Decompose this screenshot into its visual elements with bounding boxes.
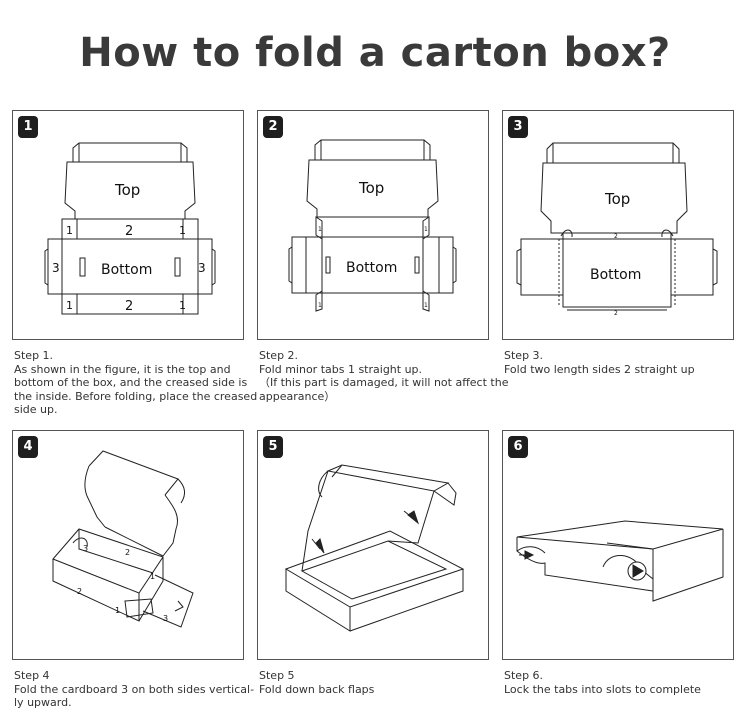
step-3-side-2-label: 2 xyxy=(614,233,618,240)
step-2-tab-1-bottom-right: 1 xyxy=(424,302,428,309)
step-1-bottom-label: Bottom xyxy=(101,262,152,278)
step-2-badge: 2 xyxy=(263,116,283,138)
step-3-caption: Step 3. Fold two length sides 2 straight… xyxy=(504,349,695,376)
step-4-tab-1-label: 1 xyxy=(150,572,155,581)
step-2-panel: 2 Top 1 1 Bottom 1 1 xyxy=(257,110,489,340)
step-4-tab-1-front: 1 xyxy=(115,606,120,615)
step-2-diagram: Top 1 1 Bottom 1 1 xyxy=(288,139,457,312)
step-4-diagram: 3 2 2 1 1 3 xyxy=(52,450,194,628)
step-1-tab-1-bottom-right: 1 xyxy=(179,299,186,312)
step-1-top-label: Top xyxy=(114,181,140,199)
step-4-side-2-label: 2 xyxy=(125,548,130,557)
step-1-diagram: Top 1 2 1 Bottom 3 3 1 2 1 xyxy=(44,142,216,315)
step-3-badge: 3 xyxy=(508,116,528,138)
step-4-caption: Step 4 Fold the cardboard 3 on both side… xyxy=(14,669,255,709)
step-1-caption: Step 1. As shown in the figure, it is th… xyxy=(14,349,258,416)
step-5-badge: 5 xyxy=(263,436,283,458)
step-1-badge: 1 xyxy=(18,116,38,138)
step-1-side-3-label: 3 xyxy=(52,261,60,275)
step-1-side-2-label: 2 xyxy=(125,224,133,239)
step-5-panel: 5 xyxy=(257,430,489,660)
step-1-tab-1-bottom: 1 xyxy=(66,299,73,312)
step-6-diagram xyxy=(516,520,724,602)
page-title: How to fold a carton box? xyxy=(79,30,671,76)
step-3-diagram: Top 2 2 Bottom xyxy=(516,142,718,317)
step-2-tab-1-label-right: 1 xyxy=(424,226,428,233)
step-1-tab-1-label: 1 xyxy=(66,224,73,237)
step-1-panel: 1 Top 1 2 1 Bottom 3 3 1 2 1 xyxy=(12,110,244,340)
step-6-badge: 6 xyxy=(508,436,528,458)
step-5-caption: Step 5 Fold down back flaps xyxy=(259,669,375,696)
step-3-side-2-bottom: 2 xyxy=(614,310,618,317)
step-2-top-label: Top xyxy=(358,179,384,197)
step-1-side-2-bottom: 2 xyxy=(125,299,133,314)
step-3-top-label: Top xyxy=(604,190,630,208)
step-3-panel: 3 Top 2 2 Bottom xyxy=(502,110,734,340)
step-2-tab-1-label: 1 xyxy=(318,226,322,233)
step-4-side-3-label: 3 xyxy=(83,544,88,553)
step-2-caption: Step 2. Fold minor tabs 1 straight up. （… xyxy=(259,349,509,403)
step-2-tab-1-bottom: 1 xyxy=(318,302,322,309)
step-1-side-3-label-right: 3 xyxy=(198,261,206,275)
step-6-panel: 6 xyxy=(502,430,734,660)
step-4-panel: 4 3 2 2 1 1 3 xyxy=(12,430,244,660)
step-1-tab-1-label-right: 1 xyxy=(179,224,186,237)
step-4-badge: 4 xyxy=(18,436,38,458)
step-4-side-2-front: 2 xyxy=(77,587,82,596)
step-4-side-3-right: 3 xyxy=(163,614,168,623)
step-2-bottom-label: Bottom xyxy=(346,260,397,276)
step-6-caption: Step 6. Lock the tabs into slots to comp… xyxy=(504,669,701,696)
step-5-diagram xyxy=(284,464,465,632)
step-3-bottom-label: Bottom xyxy=(590,267,641,283)
